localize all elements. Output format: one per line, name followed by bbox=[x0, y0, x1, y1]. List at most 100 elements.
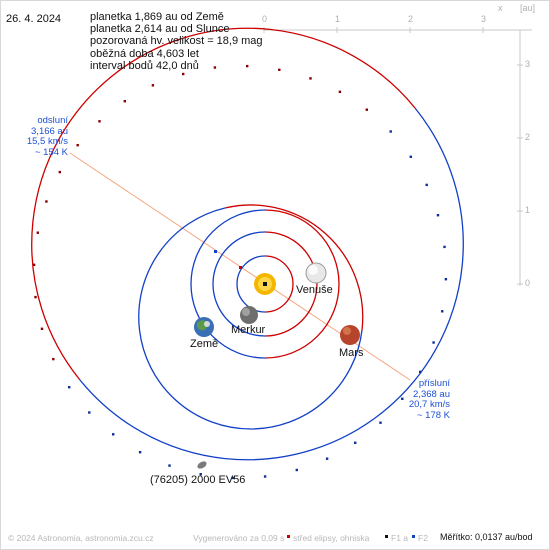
orbit-point bbox=[32, 263, 36, 266]
orbit-point bbox=[98, 120, 101, 123]
aphelion-distance: 3,166 au bbox=[31, 125, 68, 137]
perihelion-info: přísluní 2,368 au 20,7 km/s ~ 178 K bbox=[400, 378, 450, 421]
orbit-point bbox=[112, 433, 115, 436]
orbit-point bbox=[213, 66, 217, 69]
orbit-points bbox=[32, 64, 448, 480]
asteroid-orbit bbox=[31, 27, 464, 461]
orbit-point bbox=[68, 386, 71, 389]
orbit-point bbox=[34, 295, 37, 299]
venus-icon bbox=[305, 262, 327, 284]
venus-orbit-near bbox=[264, 231, 318, 337]
orbit-point bbox=[52, 357, 55, 361]
mercury-orbit-near bbox=[264, 255, 294, 313]
legend-center-foci: střed elipsy, ohniska bbox=[293, 533, 370, 543]
orbit-point bbox=[436, 214, 440, 217]
orbit-point bbox=[309, 77, 312, 80]
y-tick-label-1: 1 bbox=[525, 205, 531, 215]
sun-icon bbox=[254, 273, 276, 295]
orbit-point bbox=[199, 473, 202, 476]
asteroid-label: (76205) 2000 EV56 bbox=[150, 474, 246, 486]
legend-f2: F2 bbox=[418, 533, 428, 543]
orbit-point bbox=[379, 421, 382, 424]
orbit-point bbox=[443, 245, 446, 249]
aphelion-info: odsluní 3,166 au 15,5 km/s ~ 154 K bbox=[18, 115, 68, 158]
info-magnitude: pozorovaná hv. velikost = 18,9 mag bbox=[90, 35, 263, 48]
venus-label: Venuše bbox=[296, 284, 333, 296]
perihelion-temperature: ~ 178 K bbox=[416, 409, 450, 421]
legend-f2-marker bbox=[412, 535, 415, 538]
mars-orbit-far bbox=[138, 207, 363, 430]
copyright-link[interactable]: © 2024 Astronomia, astronomia.zcu.cz bbox=[8, 533, 154, 543]
aphelion-label: odsluní bbox=[37, 115, 68, 126]
orbit-point bbox=[58, 170, 61, 174]
orbit-point bbox=[182, 72, 185, 76]
orbit-point bbox=[444, 278, 448, 281]
date-label: 26. 4. 2024 bbox=[6, 13, 62, 25]
perihelion-label: přísluní bbox=[418, 378, 450, 389]
x-tick-label-3: 3 bbox=[481, 14, 487, 24]
mars-icon bbox=[340, 325, 360, 345]
orbit-point bbox=[441, 310, 444, 313]
orbit-point bbox=[325, 457, 329, 460]
orbit-point bbox=[138, 451, 142, 454]
asteroid-orbit-blue bbox=[79, 107, 464, 461]
asteroid-orbit-red bbox=[31, 27, 416, 381]
ellipse-center-marker bbox=[239, 266, 242, 269]
legend-f1-marker bbox=[385, 535, 388, 538]
earth-orbit-far bbox=[190, 209, 266, 359]
orbit-point bbox=[88, 411, 91, 414]
venus-orbit-far bbox=[212, 231, 266, 337]
scale-label: Měřítko: 0,0137 au/bod bbox=[440, 532, 533, 542]
orbit-point bbox=[231, 476, 234, 480]
orbit-point bbox=[389, 130, 392, 133]
orbit-point bbox=[168, 464, 171, 467]
aphelion-speed: 15,5 km/s bbox=[26, 136, 68, 147]
earth-label: Země bbox=[190, 338, 219, 350]
axes bbox=[263, 27, 532, 286]
orbit-point bbox=[76, 144, 79, 147]
orbit-point bbox=[278, 68, 281, 71]
orbit-point bbox=[36, 231, 39, 234]
info-distance-sun: planetka 2,614 au od Slunce bbox=[90, 23, 230, 36]
orbit-point bbox=[45, 200, 48, 203]
generation-time: Vygenerováno za 0,09 s bbox=[193, 533, 285, 543]
info-period: oběžná doba 4,603 let bbox=[90, 47, 199, 60]
mars-orbit-near bbox=[224, 204, 364, 331]
legend-center-marker bbox=[287, 535, 290, 538]
info-point-interval: interval bodů 42,0 dnů bbox=[90, 59, 199, 72]
y-tick-label-0: 0 bbox=[525, 278, 531, 288]
x-tick-label-1: 1 bbox=[335, 14, 341, 24]
orbit-point bbox=[365, 108, 368, 111]
mercury-icon bbox=[240, 306, 258, 324]
orbit-point bbox=[354, 441, 357, 444]
orbit-point bbox=[123, 100, 126, 103]
orbit-point bbox=[151, 84, 155, 87]
aphelion-temperature: ~ 154 K bbox=[34, 146, 68, 158]
x-axis-label: x bbox=[498, 3, 503, 13]
mars-label: Mars bbox=[339, 347, 364, 359]
orbit-point bbox=[409, 155, 412, 158]
y-tick-label-2: 2 bbox=[525, 132, 531, 142]
earth-orbit-near bbox=[264, 209, 340, 359]
asteroid-icon bbox=[197, 461, 207, 469]
x-tick-label-0: 0 bbox=[262, 14, 268, 24]
y-tick-label-3: 3 bbox=[525, 59, 531, 69]
orbit-point bbox=[432, 341, 435, 344]
legend-f1: F1 a bbox=[391, 533, 409, 543]
mercury-label: Merkur bbox=[231, 324, 266, 336]
perihelion-speed: 20,7 km/s bbox=[408, 399, 450, 410]
orbit-point bbox=[401, 397, 404, 400]
perihelion-distance: 2,368 au bbox=[413, 388, 450, 400]
orbit-point bbox=[40, 327, 44, 330]
orbit-point bbox=[263, 475, 267, 478]
earth-icon bbox=[194, 317, 214, 337]
x-tick-label-2: 2 bbox=[408, 14, 414, 24]
orbit-point bbox=[425, 183, 428, 187]
info-block: planetka 1,869 au od Země planetka 2,614… bbox=[90, 11, 263, 72]
orbit-point bbox=[295, 468, 298, 472]
unit-label: [au] bbox=[520, 3, 536, 13]
orbit-point bbox=[338, 90, 342, 93]
info-distance-earth: planetka 1,869 au od Země bbox=[90, 11, 224, 23]
focus-f2-marker bbox=[214, 250, 217, 253]
